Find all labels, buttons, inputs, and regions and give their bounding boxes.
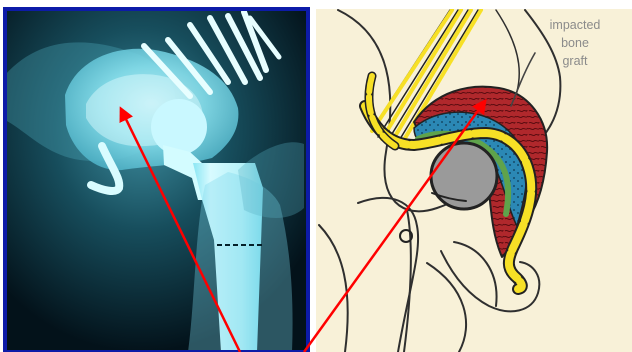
annotation-label-impacted-bone-graft: impacted bone graft (536, 16, 614, 70)
annotation-line-2: bone (536, 34, 614, 52)
annotation-line-3: graft (536, 52, 614, 70)
prosthesis-head (151, 99, 207, 155)
annotation-line-1: impacted (536, 16, 614, 34)
prosthesis-head-diagram (431, 143, 497, 209)
